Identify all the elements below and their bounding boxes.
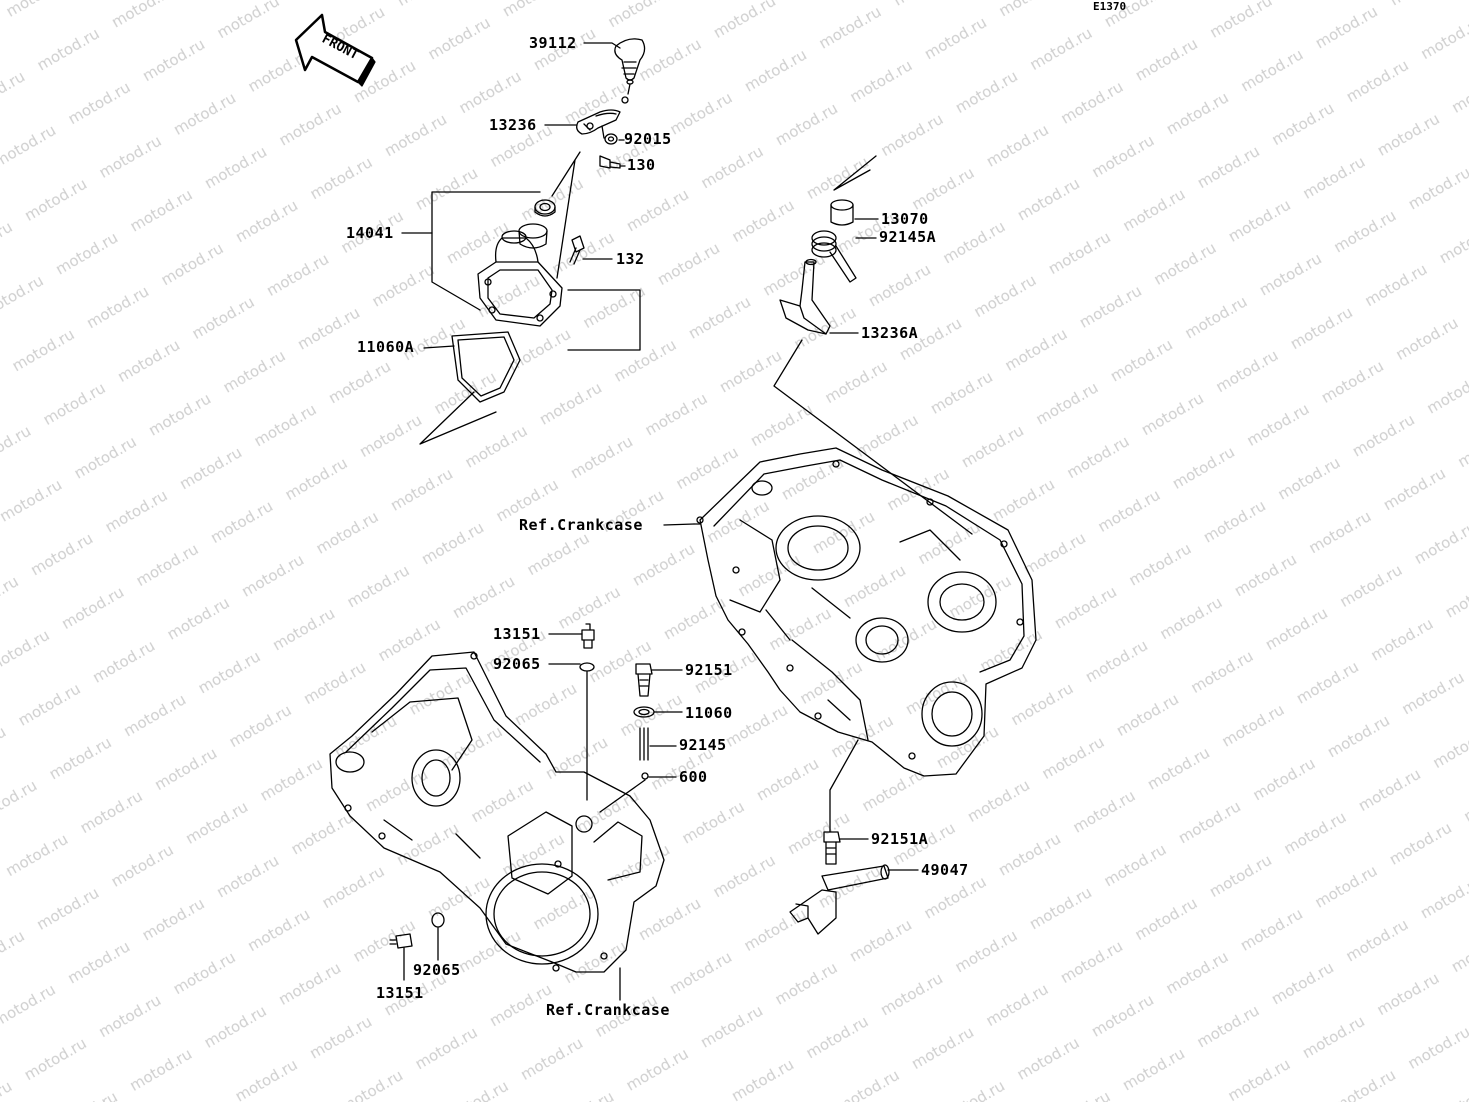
part-label: 49047 — [921, 861, 969, 879]
part-label: 11060A — [357, 338, 415, 356]
part-label: 92065 — [493, 655, 541, 673]
o-ring-part — [431, 912, 445, 928]
part-label: 92145 — [679, 736, 727, 754]
part-label: 13151 — [493, 625, 541, 643]
part-label: Ref.Crankcase — [519, 516, 643, 534]
part-label: 92065 — [413, 961, 461, 979]
crankcase-right-part — [696, 447, 1037, 777]
washer-part — [604, 133, 618, 145]
front-arrow-icon: FRONT — [294, 13, 376, 87]
part-label: 92151A — [871, 830, 929, 848]
part-label: 92145A — [879, 228, 937, 246]
crankcase-left-part — [329, 651, 665, 973]
part-label: 13236A — [861, 324, 919, 342]
pin-spring-part — [639, 727, 649, 761]
ball-part — [641, 772, 649, 780]
spring-part — [811, 230, 857, 283]
bushing-part — [518, 223, 548, 249]
part-label: 13236 — [489, 116, 537, 134]
bolt-part — [569, 235, 585, 265]
part-label: 92015 — [624, 130, 672, 148]
part-label: 13151 — [376, 984, 424, 1002]
part-label: 132 — [616, 250, 645, 268]
part-label: 130 — [627, 156, 656, 174]
oil-seal-part — [534, 199, 556, 215]
plug-bolt-part — [635, 663, 653, 697]
cable-fitting-part — [614, 38, 646, 104]
plug-bolt-part — [823, 831, 841, 865]
gasket-part — [451, 331, 521, 403]
shift-cover-part — [477, 230, 563, 327]
diagram-code: E1370 — [1093, 0, 1127, 13]
part-label: 13070 — [881, 210, 929, 228]
neutral-switch-part — [389, 933, 413, 949]
shift-fork-part — [789, 864, 890, 935]
collar-part — [830, 199, 854, 226]
shift-shaft-part — [779, 258, 831, 335]
lever-part — [576, 109, 621, 139]
part-label: 11060 — [685, 704, 733, 722]
part-label: 39112 — [529, 34, 577, 52]
part-label: 14041 — [346, 224, 394, 242]
part-label: Ref.Crankcase — [546, 1001, 670, 1019]
part-label: 92151 — [685, 661, 733, 679]
part-label: 600 — [679, 768, 708, 786]
gasket-ring-part — [633, 706, 655, 718]
o-ring-part — [579, 662, 595, 672]
neutral-switch-part — [581, 623, 595, 649]
bolt-part — [599, 155, 621, 169]
